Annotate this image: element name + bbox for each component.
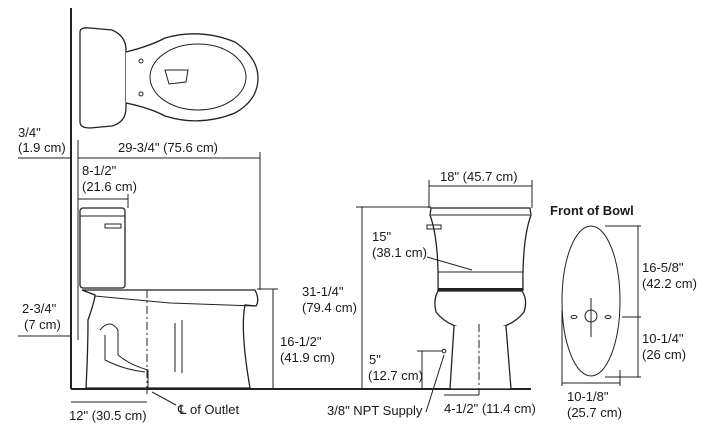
outlet-centerline-label: ℄ of Outlet bbox=[177, 402, 239, 417]
rough-in-label: 12" (30.5 cm) bbox=[69, 408, 147, 423]
front-view bbox=[426, 207, 532, 395]
supply-height-side-in: 2-3/4" bbox=[22, 301, 57, 316]
bowl-width-in: 10-1/8" bbox=[567, 389, 609, 404]
front-of-bowl-label: Front of Bowl bbox=[550, 203, 634, 218]
tank-depth-in: 8-1/2" bbox=[82, 163, 117, 178]
top-view bbox=[79, 27, 259, 129]
overall-height-cm: (79.4 cm) bbox=[302, 300, 357, 315]
bolt-to-back-cm: (26 cm) bbox=[642, 347, 686, 362]
wall-offset-cm: (1.9 cm) bbox=[18, 140, 66, 155]
tank-depth-cm: (21.6 cm) bbox=[82, 179, 137, 194]
tank-height-in: 15" bbox=[372, 229, 391, 244]
dimension-lines bbox=[18, 140, 641, 413]
supply-height-side-cm: (7 cm) bbox=[24, 317, 61, 332]
supply-offset-label: 4-1/2" (11.4 cm) bbox=[444, 401, 536, 416]
rim-height-cm: (41.9 cm) bbox=[280, 350, 335, 365]
bowl-length-in: 16-5/8" bbox=[642, 260, 684, 275]
supply-type-label: 3/8" NPT Supply bbox=[327, 403, 423, 418]
overall-height-in: 31-1/4" bbox=[302, 284, 344, 299]
supply-height-in: 5" bbox=[369, 352, 381, 367]
bolt-to-back-in: 10-1/4" bbox=[642, 331, 684, 346]
supply-height-cm: (12.7 cm) bbox=[368, 368, 423, 383]
rim-height-in: 16-1/2" bbox=[280, 334, 322, 349]
tank-height-cm: (38.1 cm) bbox=[372, 245, 427, 260]
overall-depth-label: 29-3/4" (75.6 cm) bbox=[118, 140, 218, 155]
tank-width-label: 18" (45.7 cm) bbox=[440, 169, 518, 184]
side-view bbox=[79, 207, 259, 396]
bowl-length-cm: (42.2 cm) bbox=[642, 276, 697, 291]
wall-offset-in: 3/4" bbox=[18, 125, 41, 140]
bowl-outline bbox=[561, 225, 621, 377]
bowl-width-cm: (25.7 cm) bbox=[567, 405, 622, 420]
